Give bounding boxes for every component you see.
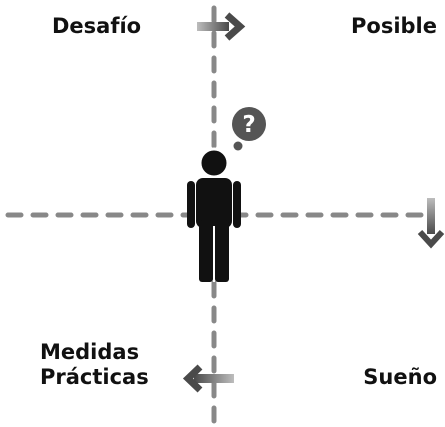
quadrant-label-bottom-right: Sueño bbox=[363, 365, 437, 389]
quadrant-label-bottom-left-line-2: Prácticas bbox=[40, 365, 149, 389]
quadrant-label-bottom-left-line-1: Medidas bbox=[40, 340, 140, 364]
question-bubble-icon: ? bbox=[232, 107, 266, 151]
arrow-left-icon bbox=[182, 364, 234, 393]
arrow-down-icon bbox=[417, 198, 445, 249]
quadrant-label-bottom-left: Medidas Prácticas bbox=[40, 340, 149, 390]
quadrant-label-top-left: Desafío bbox=[52, 14, 142, 38]
quadrant-label-top-right: Posible bbox=[351, 14, 437, 38]
person-icon bbox=[187, 147, 241, 282]
arrow-right-icon bbox=[197, 12, 246, 41]
svg-text:?: ? bbox=[242, 112, 255, 138]
